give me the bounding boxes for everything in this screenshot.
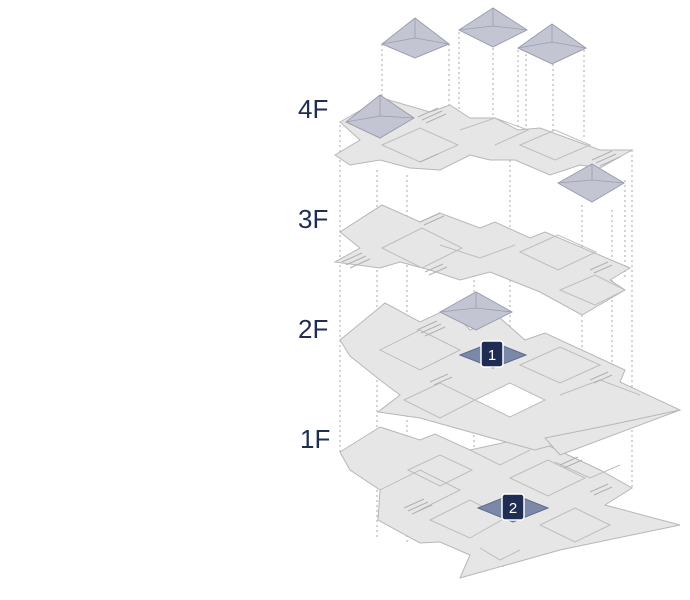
roof-pyramid: [556, 163, 625, 203]
roof-pyramids: [381, 7, 587, 65]
floor-label-4f: 4F: [298, 94, 328, 124]
stairs-1f: [403, 456, 613, 515]
roof-pyramids-4f: [345, 94, 625, 203]
marker-1-label: 1: [488, 347, 496, 364]
stairs-4f: [417, 107, 621, 167]
marker-2-badge: [501, 493, 525, 521]
stairs-2f: [416, 320, 613, 386]
marker-2[interactable]: 2: [501, 493, 525, 521]
roof-pyramid: [517, 23, 587, 65]
stairs-3f: [341, 212, 613, 276]
floor-label-1f: 1F: [300, 424, 330, 454]
marker-2-label: 2: [509, 500, 517, 517]
marker-1-badge: [480, 340, 504, 368]
marker-1[interactable]: 1: [480, 340, 504, 368]
floor-label-3f: 3F: [298, 204, 328, 234]
roof-pyramid: [457, 7, 529, 48]
floor-label-2f: 2F: [298, 314, 328, 344]
roof-pyramid-2f: [438, 291, 514, 331]
floor-3f-plate: [333, 204, 632, 316]
roof-pyramid: [381, 17, 450, 59]
roof-pyramid: [345, 94, 415, 139]
